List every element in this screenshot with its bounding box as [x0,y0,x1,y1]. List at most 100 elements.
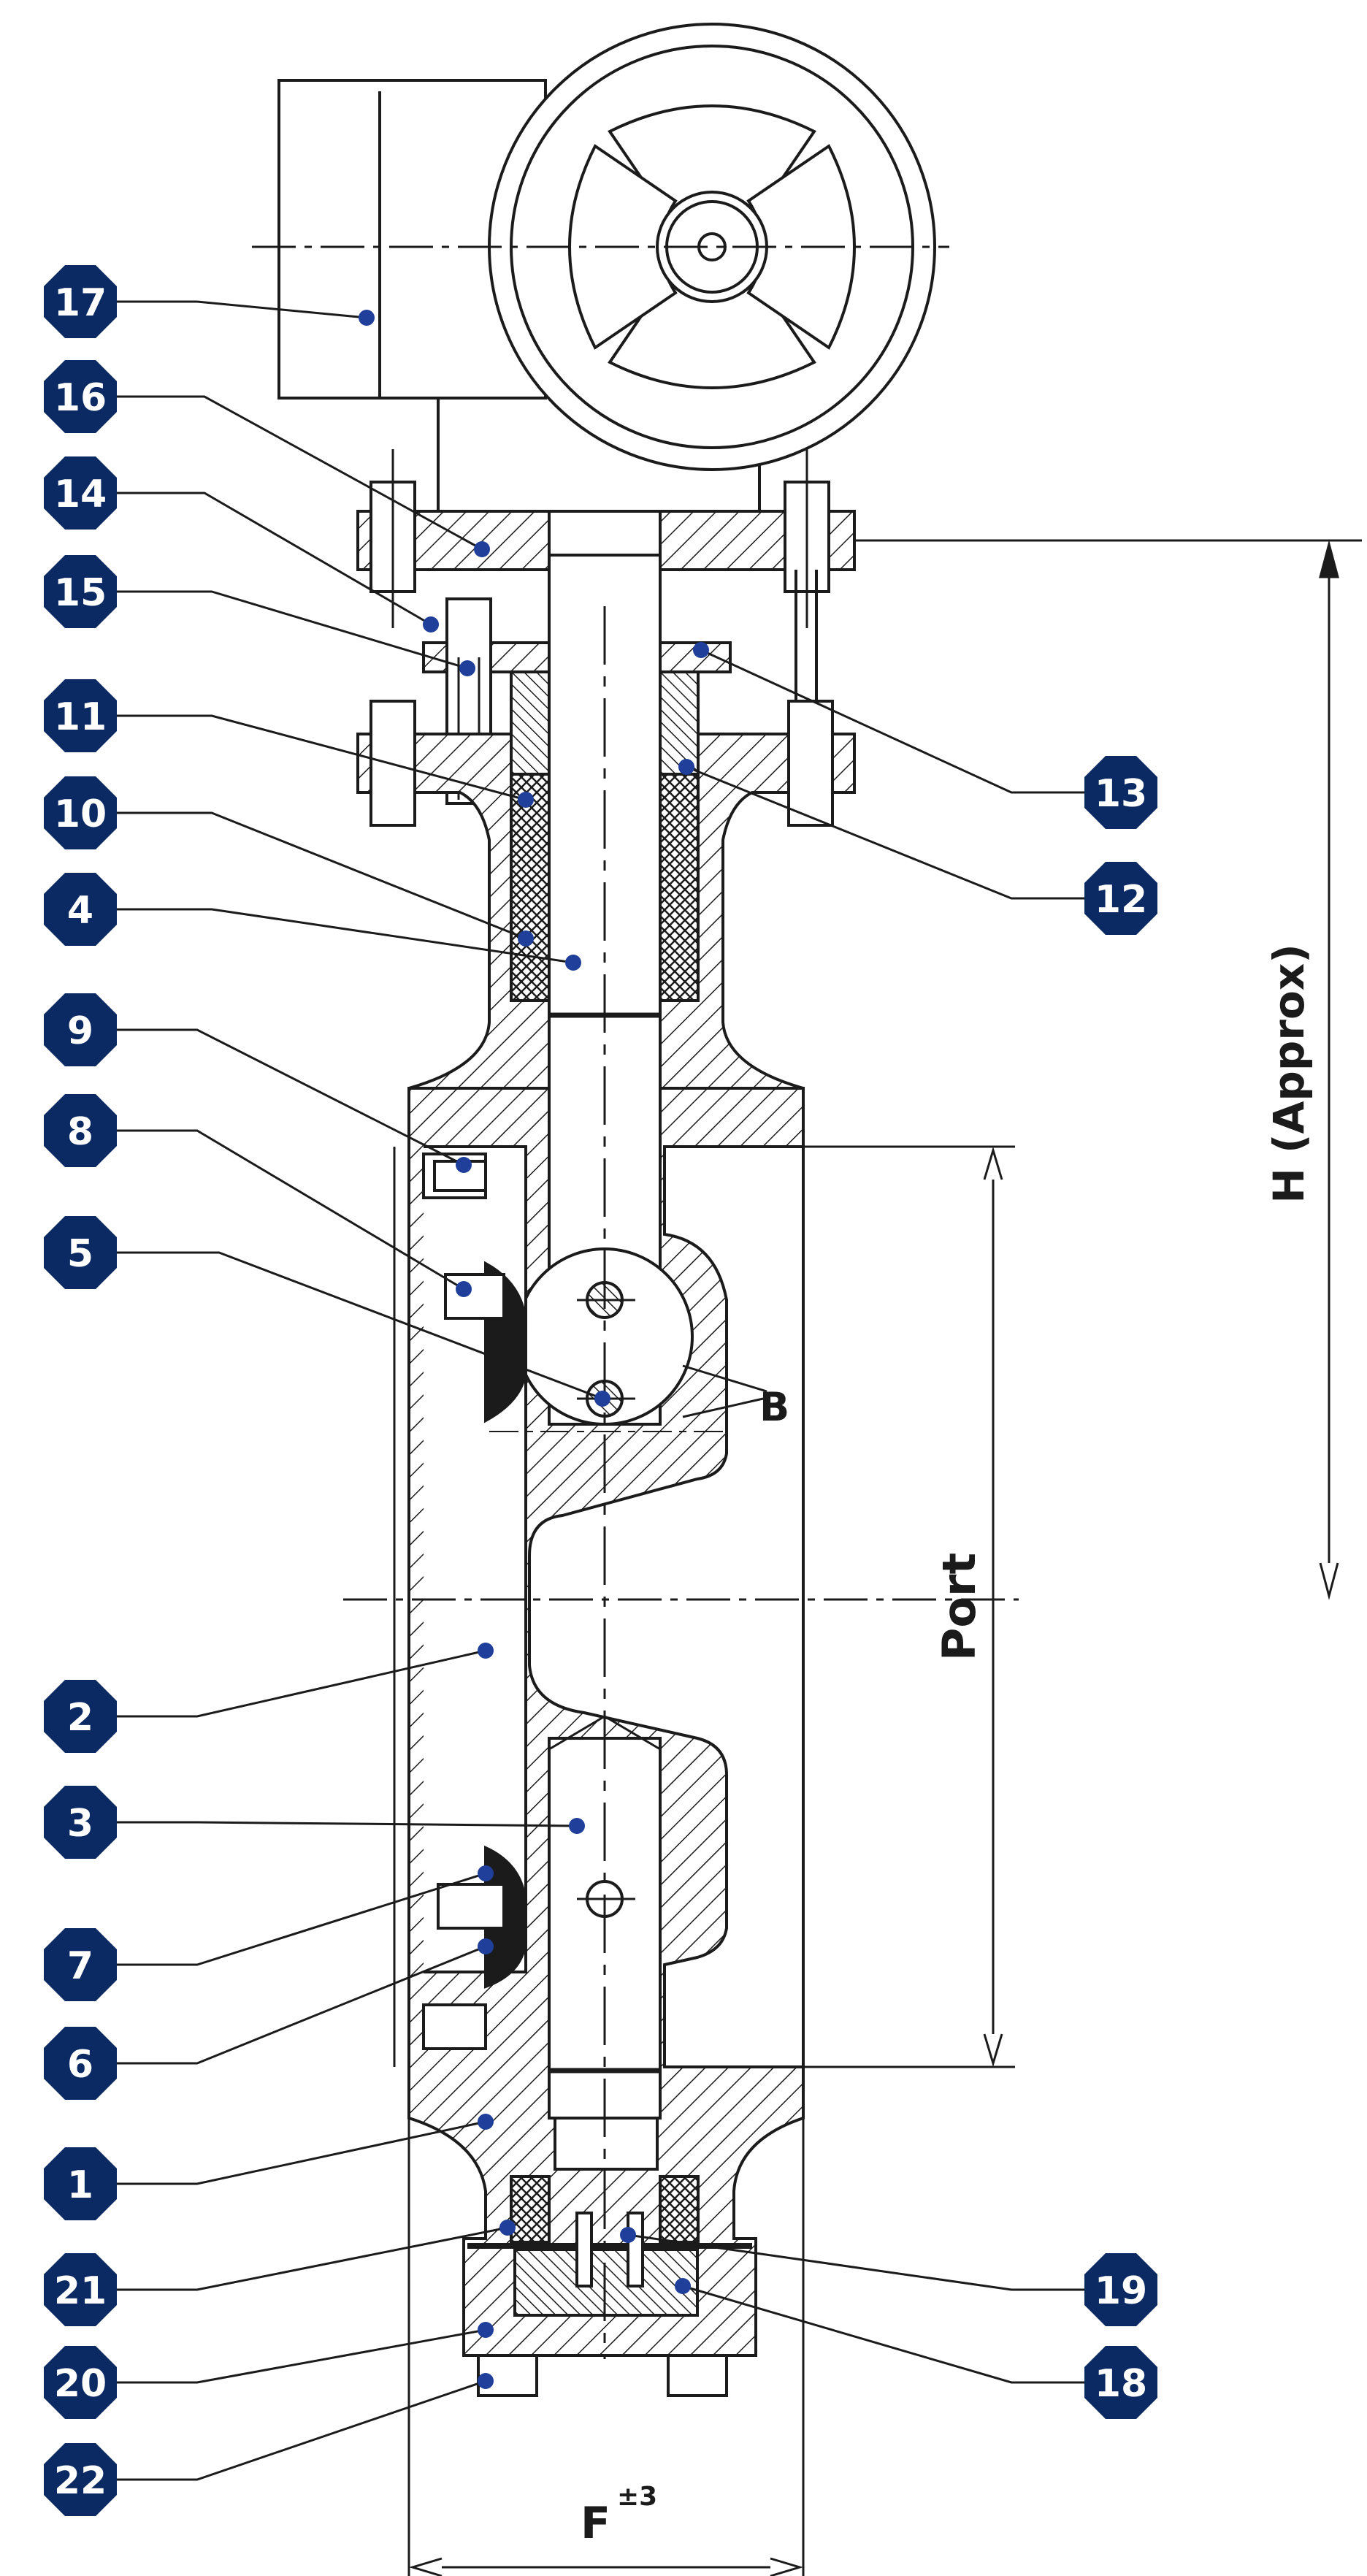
leader-line-9 [115,1028,464,1166]
callout-badge-shape [44,456,117,530]
callout-badge-shape [1084,756,1157,829]
callout-badge-21: 21 [44,2253,117,2326]
callout-number: 6 [67,2043,93,2087]
leader-line-3 [115,1821,578,1827]
leader-line-10 [115,811,526,940]
callout-number: 7 [67,1944,93,1988]
callout-badge-13: 13 [1084,756,1157,829]
port-dimension-label: Port [933,1553,986,1661]
callout-dot-22 [478,2373,494,2389]
leader-line-2 [115,1649,486,1718]
callout-badge-shape [44,555,117,628]
callout-badge-shape [44,360,117,433]
leader-line-11 [115,714,526,801]
callout-dot-9 [456,1157,472,1173]
callout-badge-14: 14 [44,456,117,530]
callout-badge-shape [44,2253,117,2326]
leader-line-22 [115,2380,486,2481]
callout-badge-22: 22 [44,2443,117,2516]
callout-badge-shape [44,2027,117,2100]
callout-number: 5 [67,1232,93,1276]
callout-badge-10: 10 [44,776,117,849]
valve-body [252,23,1019,2576]
face-to-face-tolerance: ±3 [617,2482,657,2512]
callout-badge-shape [44,1928,117,2001]
callout-badge-shape [44,2147,117,2220]
callout-badge-5: 5 [44,1216,117,1289]
callout-number: 18 [1095,2362,1147,2406]
section-mark-label: B [759,1384,789,1430]
callout-badge-shape [1084,2346,1157,2419]
face-to-face-label: F [581,2498,610,2549]
callout-dot-15 [459,660,475,676]
callout-badge-18: 18 [1084,2346,1157,2419]
callout-badge-shape [44,265,117,338]
callout-badge-shape [44,2443,117,2516]
leader-line-4 [115,908,574,964]
callout-dot-21 [499,2220,516,2236]
callout-badge-20: 20 [44,2346,117,2419]
leader-line-6 [115,1945,486,2065]
callout-badge-shape [44,873,117,946]
callout-badge-shape [44,776,117,849]
callout-badge-shape [44,1786,117,1859]
callout-number: 17 [54,281,107,325]
callout-badge-shape [1084,2253,1157,2326]
callout-number: 2 [67,1696,93,1740]
callout-dot-16 [474,541,490,557]
callout-badge-19: 19 [1084,2253,1157,2326]
callout-number: 8 [67,1110,93,1154]
height-dimension-label: H (Approx) [1264,944,1314,1204]
callout-dots [359,310,709,2389]
callout-number: 12 [1095,878,1147,922]
callout-dot-20 [478,2322,494,2338]
callout-number: 20 [54,2362,107,2406]
callout-dot-11 [518,792,534,808]
leader-line-20 [115,2328,486,2384]
callout-number: 11 [54,695,107,739]
leader-line-8 [115,1129,464,1291]
callout-dot-13 [693,642,709,658]
callout-number: 19 [1095,2269,1147,2313]
leader-line-19 [627,2233,1086,2291]
callout-badge-12: 12 [1084,862,1157,935]
callout-number: 9 [67,1009,93,1053]
callout-dot-12 [678,759,694,775]
callout-badge-17: 17 [44,265,117,338]
callout-number: 14 [54,473,107,516]
callout-number: 15 [54,571,107,615]
callout-badge-shape [44,1216,117,1289]
callout-dot-3 [569,1818,585,1834]
callout-number: 4 [67,889,93,933]
callout-badge-15: 15 [44,555,117,628]
callout-badge-shape [44,993,117,1066]
leader-line-21 [115,2226,508,2291]
leader-line-16 [115,395,483,551]
callout-badge-9: 9 [44,993,117,1066]
leader-line-14 [115,492,432,626]
callout-dot-19 [620,2227,636,2243]
callout-dot-2 [478,1643,494,1659]
callout-badge-2: 2 [44,1680,117,1753]
callout-dot-6 [478,1938,494,1954]
leader-line-7 [115,1872,486,1966]
callout-badge-16: 16 [44,360,117,433]
callout-number: 13 [1095,772,1147,816]
callout-number: 3 [67,1802,93,1846]
callout-badge-shape [44,1094,117,1167]
leader-line-18 [682,2285,1086,2384]
callout-badge-shape [44,1680,117,1753]
callout-dot-14 [423,616,439,632]
callout-dot-7 [478,1865,494,1881]
callout-badge-8: 8 [44,1094,117,1167]
leader-line-17 [115,300,367,319]
callout-dot-5 [594,1391,610,1407]
callout-number: 16 [54,376,107,420]
handwheel [488,23,936,471]
callout-dot-17 [359,310,375,326]
callout-dot-10 [518,930,534,947]
callout-dot-4 [565,955,581,971]
leader-line-12 [686,765,1086,900]
